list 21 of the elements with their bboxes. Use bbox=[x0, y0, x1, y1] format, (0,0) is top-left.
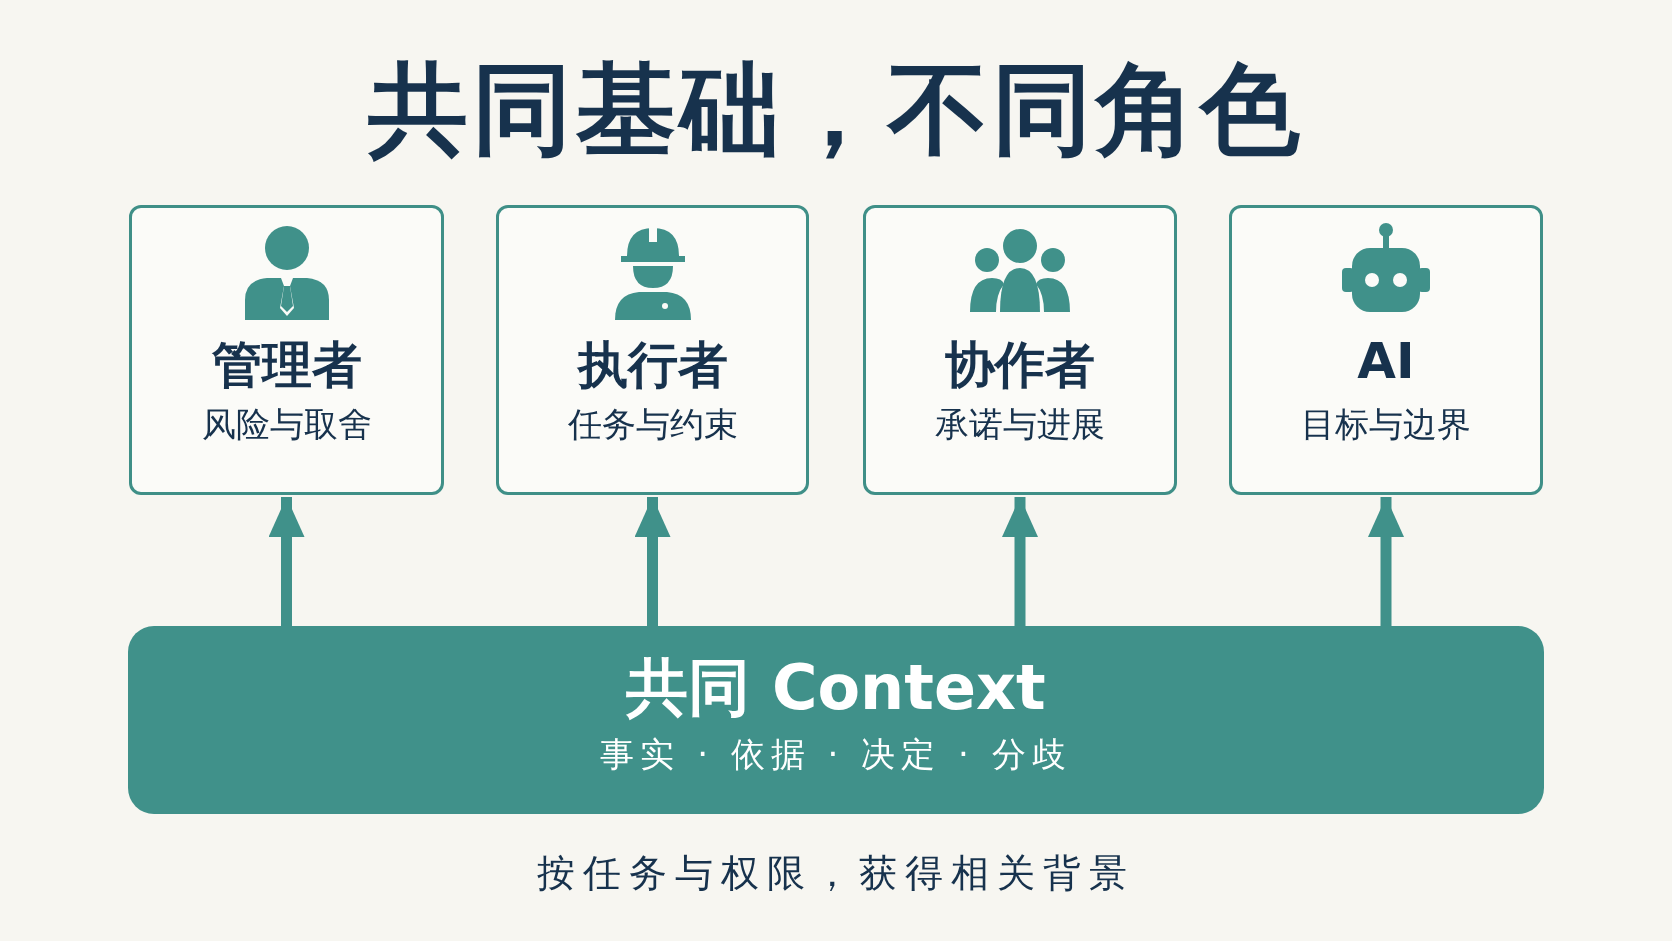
band-heading: 共同 Context bbox=[625, 650, 1047, 726]
role-card bbox=[129, 205, 444, 495]
arrow bbox=[1368, 497, 1404, 626]
arrow bbox=[268, 497, 305, 626]
context-band bbox=[128, 626, 1544, 814]
role-card bbox=[863, 205, 1177, 495]
role-description: 目标与边界 bbox=[1300, 403, 1472, 446]
role-name: 协作者 bbox=[944, 335, 1096, 396]
footnote: 按任务与权限，获得相关背景 bbox=[536, 850, 1136, 897]
role-name: 管理者 bbox=[210, 335, 363, 396]
role-description: 承诺与进展 bbox=[934, 403, 1106, 446]
role-description: 任务与约束 bbox=[566, 403, 739, 446]
role-description: 风险与取舍 bbox=[200, 403, 373, 446]
role-name: AI bbox=[1356, 332, 1416, 390]
role-card bbox=[1229, 205, 1543, 495]
band-subtitle: 事实 · 依据 · 决定 · 分歧 bbox=[599, 733, 1073, 776]
role-name: 执行者 bbox=[576, 335, 729, 396]
arrow bbox=[634, 497, 671, 626]
title: 共同基础，不同角色 bbox=[367, 50, 1305, 170]
arrow bbox=[1002, 497, 1038, 626]
role-card bbox=[496, 205, 809, 495]
